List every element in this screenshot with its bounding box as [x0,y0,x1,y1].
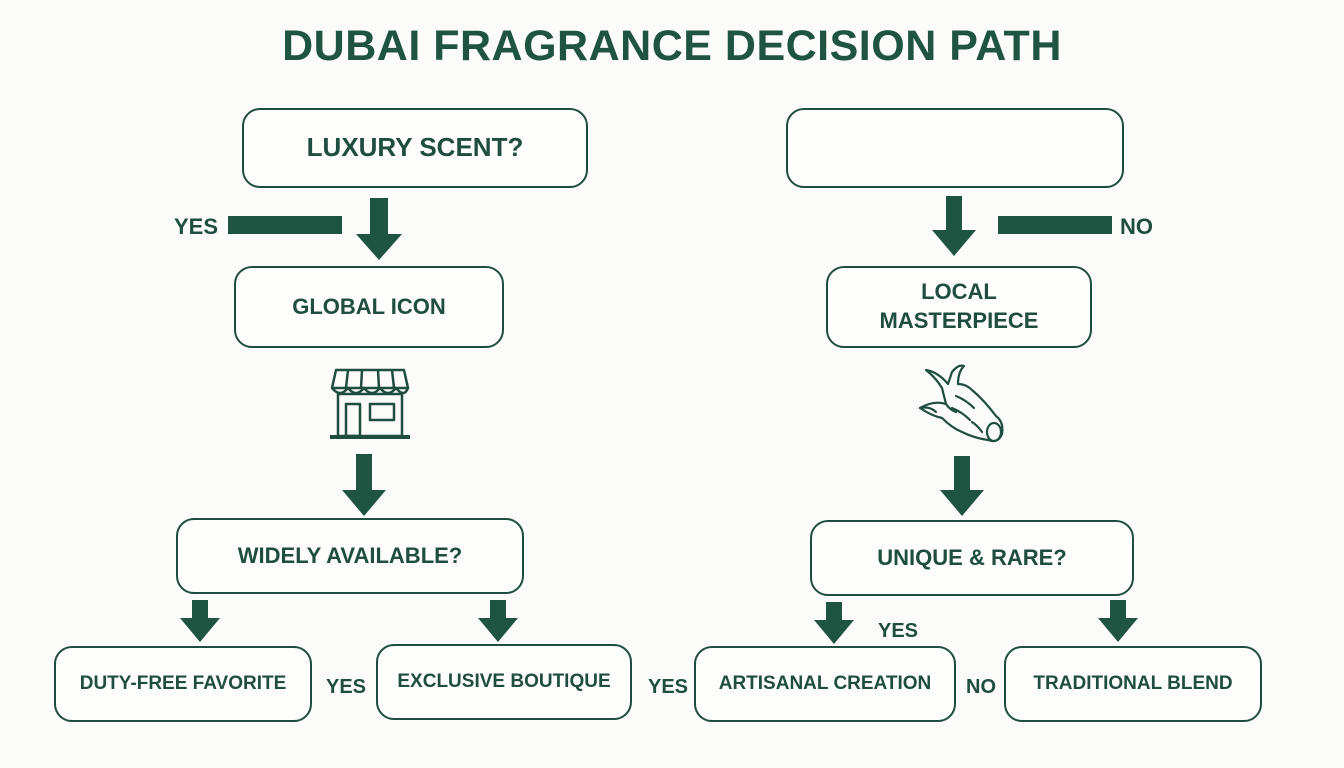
node-duty-free-favorite-label: DUTY-FREE FAVORITE [79,672,287,694]
node-right-top [786,108,1124,188]
node-luxury-scent: LUXURY SCENT? [242,108,588,188]
label-yes-right-mid: YES [878,620,919,642]
node-widely-available-label: WIDELY AVAILABLE? [237,542,463,568]
node-exclusive-boutique: EXCLUSIVE BOUTIQUE [376,644,632,720]
arrow-down-icon [1098,600,1138,642]
label-yes-left-top: YES [174,214,219,239]
node-global-icon: GLOBAL ICON [234,266,504,348]
arrow-down-icon [478,600,518,642]
node-widely-available: WIDELY AVAILABLE? [176,518,524,594]
connector-bar-no [998,216,1112,234]
node-artisanal-creation: ARTISANAL CREATION [694,646,956,722]
node-unique-rare: UNIQUE & RARE? [810,520,1134,596]
node-traditional-blend: TRADITIONAL BLEND [1004,646,1262,722]
arrow-down-icon [814,602,854,644]
label-yes-bottom-2: YES [648,676,689,698]
node-global-icon-label: GLOBAL ICON [292,293,446,319]
label-no-bottom: NO [966,676,996,698]
arrow-down-icon [932,196,976,256]
arrow-down-icon [356,198,402,260]
arrow-down-icon [342,454,386,516]
node-artisanal-creation-label: ARTISANAL CREATION [718,672,932,694]
arrow-down-icon [180,600,220,642]
node-exclusive-boutique-label: EXCLUSIVE BOUTIQUE [397,670,611,692]
node-traditional-blend-label: TRADITIONAL BLEND [1033,672,1233,694]
agarwood-icon [918,364,1004,443]
label-yes-bottom-1: YES [326,676,367,698]
node-unique-rare-label: UNIQUE & RARE? [877,544,1067,570]
node-local-masterpiece-label: LOCAL MASTERPIECE [879,279,1039,333]
connector-bar-yes [228,216,342,234]
node-local-masterpiece: LOCAL MASTERPIECE [826,266,1092,348]
label-no-right-top: NO [1120,214,1153,239]
storefront-icon [330,368,410,439]
node-duty-free-favorite: DUTY-FREE FAVORITE [54,646,312,722]
node-luxury-scent-label: LUXURY SCENT? [306,132,524,163]
page-title: DUBAI FRAGRANCE DECISION PATH [282,22,1062,70]
arrow-down-icon [940,456,984,516]
